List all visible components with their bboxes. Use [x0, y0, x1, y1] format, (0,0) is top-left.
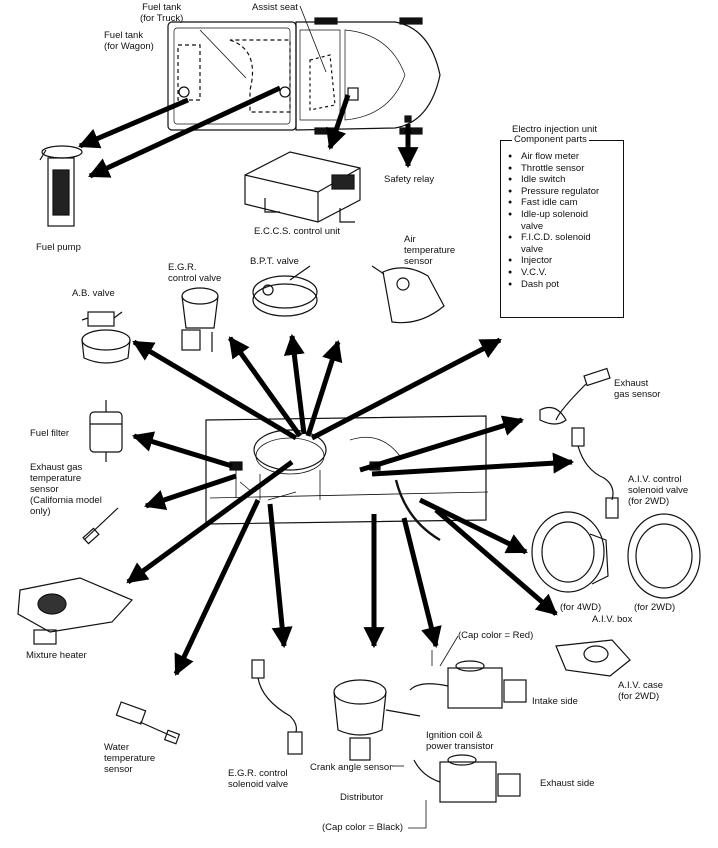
label-ab-valve: A.B. valve — [72, 288, 115, 299]
arrow-egr-solenoid — [267, 503, 293, 649]
label-crank-angle-sensor: Crank angle sensor — [310, 762, 393, 773]
arrow-bpt — [283, 333, 307, 435]
arrow-ignition-coil — [401, 517, 442, 649]
label-water-temperature-sensor: Water temperature sensor — [104, 742, 156, 775]
label-bpt-valve: B.P.T. valve — [250, 256, 299, 267]
aiv-box-4wd-illustration — [531, 511, 609, 593]
arrow-ab-valve — [132, 339, 298, 441]
label-exhaust-gas-sensor: Exhaust gas sensor — [614, 378, 661, 400]
bpt-valve-illustration — [252, 265, 318, 317]
fuel-filter-illustration — [89, 400, 123, 462]
eccs-control-unit-illustration — [244, 151, 361, 223]
label-fuel-filter: Fuel filter — [30, 428, 70, 439]
label-aiv-case: A.I.V. case (for 2WD) — [618, 680, 664, 702]
component-part-item: Injector — [507, 255, 623, 267]
component-part-item: Dash pot — [507, 279, 623, 291]
label-fuel-tank-wagon: Fuel tank (for Wagon) — [104, 30, 154, 52]
arrow-exhaust-gas-sensor — [359, 415, 525, 473]
aiv-case-illustration — [555, 639, 631, 677]
arrow-fuel-filter — [131, 431, 233, 469]
component-part-item: F.I.C.D. solenoid valve — [507, 232, 623, 255]
arrow-aiv-control — [371, 452, 575, 477]
label-egr-control-valve: E.G.R. control valve — [168, 262, 222, 284]
exhaust-gas-sensor-illustration — [539, 367, 611, 425]
component-parts-box: Air flow meter Throttle sensor Idle swit… — [500, 140, 624, 318]
distributor-illustration — [333, 679, 421, 761]
component-part-item: Throttle sensor — [507, 163, 623, 175]
aiv-box-2wd-illustration — [627, 513, 701, 599]
label-air-temperature-sensor: Air temperature sensor — [404, 234, 456, 267]
arrow-fuel-pump-2 — [88, 85, 282, 179]
label-cap-color-black: (Cap color = Black) — [322, 822, 404, 833]
arrow-egr-valve — [227, 336, 303, 438]
mixture-heater-illustration — [17, 577, 134, 645]
component-part-item: Air flow meter — [507, 151, 623, 163]
label-safety-relay: Safety relay — [384, 174, 435, 185]
exhaust-gas-temperature-sensor-illustration — [82, 507, 119, 545]
label-for-4wd: (for 4WD) — [560, 602, 602, 613]
component-part-item: Pressure regulator — [507, 186, 623, 198]
arrow-air-temp — [305, 339, 343, 437]
arrow-electro-unit — [310, 337, 502, 441]
component-part-item: Idle switch — [507, 174, 623, 186]
component-part-item: Idle-up solenoid valve — [507, 209, 623, 232]
egr-control-valve-illustration — [181, 287, 219, 352]
label-ignition-coil: Ignition coil & power transistor — [426, 730, 494, 752]
engine-illustration — [205, 415, 489, 542]
arrow-exhaust-gas-temp — [144, 473, 237, 510]
water-temperature-sensor-illustration — [115, 701, 181, 745]
leader-lines — [199, 5, 459, 829]
arrow-fuel-pump-1 — [78, 97, 189, 149]
arrow-eccs — [326, 94, 351, 150]
aiv-control-solenoid-valve-illustration — [571, 427, 619, 519]
label-exhaust-gas-temperature-sensor: Exhaust gas temperature sensor (Californ… — [30, 462, 102, 517]
label-distributor: Distributor — [340, 792, 384, 803]
arrow-aiv-case — [434, 508, 558, 616]
component-part-item: V.C.V. — [507, 267, 623, 279]
label-mixture-heater: Mixture heater — [26, 650, 87, 661]
label-intake-side: Intake side — [532, 696, 578, 707]
arrow-mixture-heater — [126, 459, 294, 585]
vehicle-top-view — [167, 17, 441, 135]
ab-valve-illustration — [81, 311, 131, 364]
label-cap-color-red: (Cap color = Red) — [458, 630, 534, 641]
label-exhaust-side: Exhaust side — [540, 778, 595, 789]
label-electro-injection-unit: Electro injection unit — [512, 124, 598, 135]
label-aiv-box: A.I.V. box — [592, 614, 633, 625]
arrow-water-temp — [173, 498, 261, 676]
component-part-item: Fast idle cam — [507, 197, 623, 209]
ignition-coil-red-illustration — [409, 660, 527, 709]
air-temperature-sensor-illustration — [371, 265, 445, 324]
pointer-arrows — [78, 85, 575, 676]
component-parts-title: Component parts — [512, 134, 589, 145]
ignition-coil-black-illustration — [413, 754, 521, 803]
label-for-2wd: (for 2WD) — [634, 602, 676, 613]
label-egr-control-solenoid-valve: E.G.R. control solenoid valve — [228, 768, 289, 790]
label-aiv-control-solenoid-valve: A.I.V. control solenoid valve (for 2WD) — [628, 474, 689, 507]
label-assist-seat: Assist seat — [252, 2, 298, 13]
egr-control-solenoid-valve-illustration — [251, 659, 303, 755]
label-fuel-pump: Fuel pump — [36, 242, 81, 253]
fuel-pump-illustration — [39, 145, 83, 227]
label-eccs-control-unit: E.C.C.S. control unit — [254, 226, 341, 237]
label-fuel-tank-truck: Fuel tank (for Truck) — [140, 2, 184, 24]
